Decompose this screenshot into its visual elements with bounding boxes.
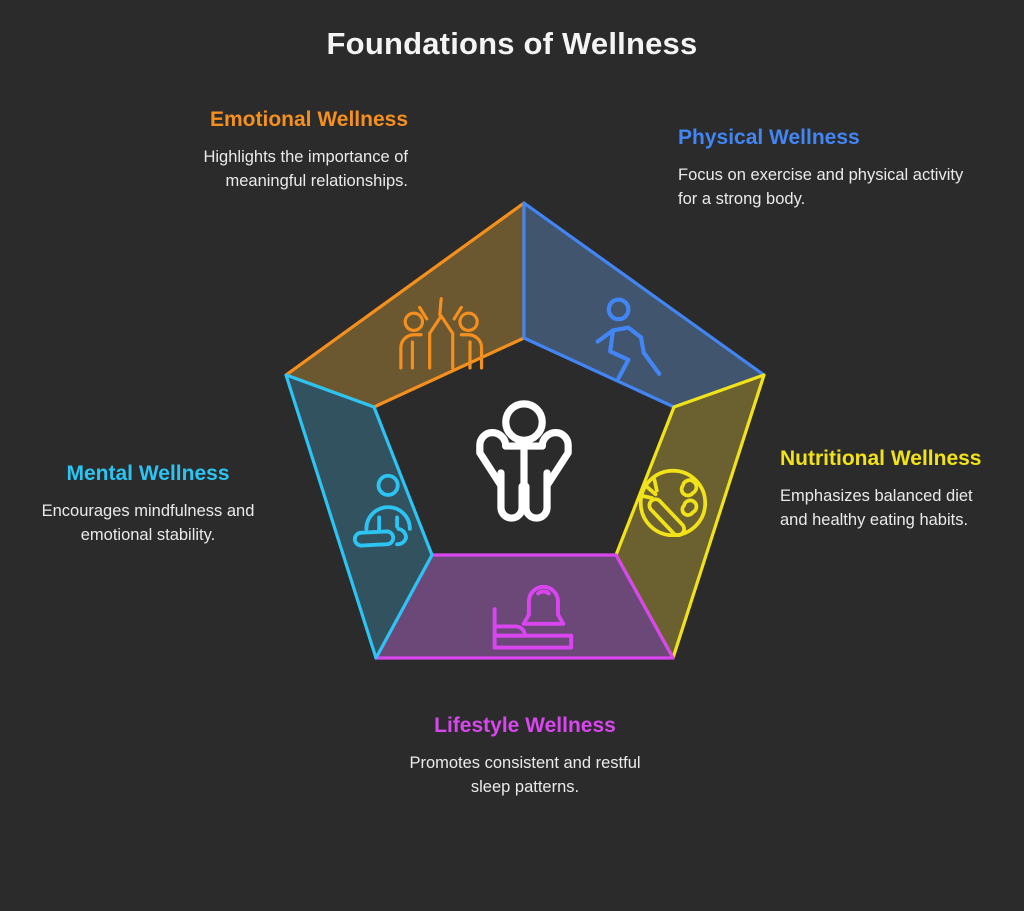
label-title-physical: Physical Wellness: [678, 126, 860, 149]
label-block-mental: Mental Wellness Encourages mindfulness a…: [12, 462, 284, 547]
person-sleeping-bed-icon: [492, 584, 574, 650]
segment-emotional[interactable]: [284, 201, 526, 409]
meditating-person-icon: [352, 473, 412, 548]
label-desc-nutritional: Emphasizes balanced diet and healthy eat…: [780, 487, 973, 529]
running-person-icon: [595, 297, 662, 381]
label-block-emotional: Emotional Wellness Highlights the import…: [96, 108, 408, 193]
label-block-physical: Physical Wellness Focus on exercise and …: [678, 126, 978, 211]
person-arms-raised-icon: [476, 400, 572, 522]
label-desc-mental: Encourages mindfulness and emotional sta…: [41, 502, 255, 544]
segment-physical-band: [522, 201, 766, 409]
label-block-lifestyle: Lifestyle Wellness Promotes consistent a…: [370, 714, 680, 799]
segment-emotional-band: [284, 201, 526, 409]
label-block-nutritional: Nutritional Wellness Emphasizes balanced…: [780, 446, 1004, 532]
plate-vegetables-icon: [638, 468, 708, 538]
label-title-emotional: Emotional Wellness: [210, 108, 408, 131]
label-title-nutritional: Nutritional Wellness: [780, 447, 982, 470]
segment-physical[interactable]: [522, 201, 766, 409]
label-desc-physical: Focus on exercise and physical activity …: [678, 166, 964, 208]
label-desc-lifestyle: Promotes consistent and restful sleep pa…: [409, 754, 641, 796]
segment-mental-band: [284, 373, 434, 660]
label-desc-emotional: Highlights the importance of meaningful …: [203, 148, 408, 190]
page-title: Foundations of Wellness: [326, 26, 698, 61]
label-title-mental: Mental Wellness: [66, 462, 230, 485]
label-title-lifestyle: Lifestyle Wellness: [434, 714, 616, 737]
two-people-high-five-icon: [399, 297, 484, 370]
segment-mental[interactable]: [284, 373, 434, 660]
